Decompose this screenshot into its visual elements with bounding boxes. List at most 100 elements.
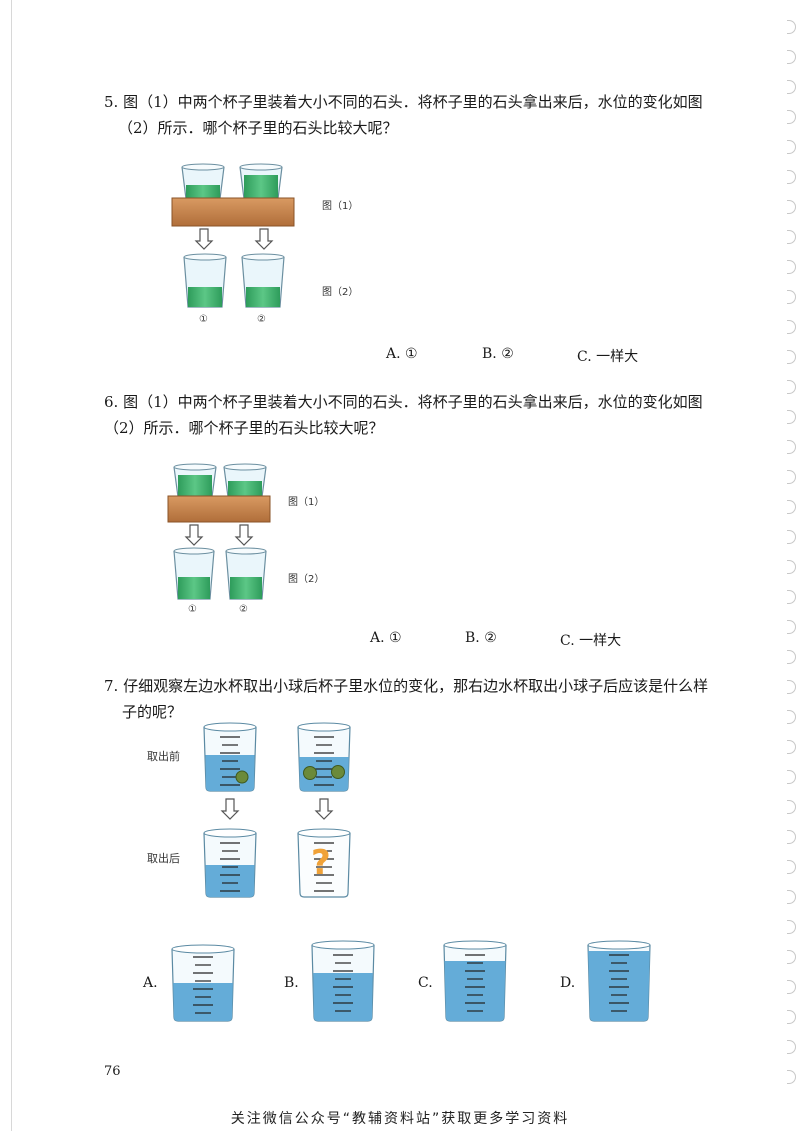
q5-option-a[interactable]: A. ① xyxy=(386,346,418,362)
binding-ring xyxy=(787,230,796,244)
q7-before-cup-left xyxy=(203,722,257,792)
q7-after-cup-right xyxy=(297,828,351,898)
q7-text: 7. 仔细观察左边水杯取出小球后杯子里水位的变化，那右边水杯取出小球子后应该是什… xyxy=(104,673,744,725)
binding-ring xyxy=(787,950,796,964)
q5-bottom-cup-1 xyxy=(183,253,227,308)
footer-note: 关注微信公众号“教辅资料站”获取更多学习资料 xyxy=(230,1111,570,1127)
binding-ring xyxy=(787,620,796,634)
binding-ring xyxy=(787,470,796,484)
q7-arrow-right xyxy=(314,798,334,820)
q5-top-cup-2 xyxy=(239,163,283,200)
q7-option-c-cup[interactable] xyxy=(443,940,507,1022)
q6-fig1-label: 图（1） xyxy=(288,497,325,508)
q7-option-c-label[interactable]: C. xyxy=(418,975,433,991)
q7-option-b-label[interactable]: B. xyxy=(284,975,299,991)
q7-after-cup-left xyxy=(203,828,257,898)
q5-line1: 图（1）中两个杯子里装着大小不同的石头．将杯子里的石头拿出来后，水位的变化如图 xyxy=(123,93,703,111)
binding-ring xyxy=(787,890,796,904)
binding-ring xyxy=(787,980,796,994)
q5-wood-board xyxy=(171,197,295,227)
q5-text: 5. 图（1）中两个杯子里装着大小不同的石头．将杯子里的石头拿出来后，水位的变化… xyxy=(104,89,744,141)
q6-figure xyxy=(167,463,271,600)
q6-arrow-1 xyxy=(184,524,204,546)
q6-cup1-label: ① xyxy=(188,604,197,615)
binding-ring xyxy=(787,830,796,844)
q6-bottom-cup-1 xyxy=(173,547,215,600)
q6-line2: （2）所示．哪个杯子里的石头比较大呢？ xyxy=(104,419,384,437)
q5-figure xyxy=(171,163,295,308)
q7-option-d-cup[interactable] xyxy=(587,940,651,1022)
q5-fig1-label: 图（1） xyxy=(322,201,359,212)
binding-ring xyxy=(787,560,796,574)
q5-option-c[interactable]: C. 一样大 xyxy=(577,349,639,365)
binding-rings xyxy=(782,20,800,1110)
binding-ring xyxy=(787,920,796,934)
q6-option-b[interactable]: B. ② xyxy=(465,630,497,646)
q5-line2: （2）所示．哪个杯子里的石头比较大呢？ xyxy=(118,119,398,137)
q6-top-cup-1 xyxy=(173,463,217,498)
q7-line1: 仔细观察左边水杯取出小球后杯子里水位的变化，那右边水杯取出小球子后应该是什么样 xyxy=(123,677,709,695)
q5-arrow-1 xyxy=(194,228,214,250)
binding-ring xyxy=(787,50,796,64)
binding-ring xyxy=(787,410,796,424)
binding-ring xyxy=(787,260,796,274)
q7-after-label: 取出后 xyxy=(147,852,180,865)
q7-option-b-cup[interactable] xyxy=(311,940,375,1022)
q7-arrow-left xyxy=(220,798,240,820)
q6-option-c[interactable]: C. 一样大 xyxy=(560,633,622,649)
binding-ring xyxy=(787,1070,796,1084)
q7-before-cup-right xyxy=(297,722,351,792)
binding-ring xyxy=(787,1010,796,1024)
q7-number: 7. xyxy=(104,677,119,695)
q5-cup2-label: ② xyxy=(257,314,266,325)
q7-before-label: 取出前 xyxy=(147,750,180,763)
q5-arrow-2 xyxy=(254,228,274,250)
q6-cup2-label: ② xyxy=(239,604,248,615)
binding-ring xyxy=(787,710,796,724)
q5-cup1-label: ① xyxy=(199,314,208,325)
q6-line1: 图（1）中两个杯子里装着大小不同的石头．将杯子里的石头拿出来后，水位的变化如图 xyxy=(123,393,703,411)
q5-option-b[interactable]: B. ② xyxy=(482,346,514,362)
binding-ring xyxy=(787,860,796,874)
q5-top-cup-1 xyxy=(181,163,225,200)
q7-line2: 子的呢？ xyxy=(122,703,183,721)
q6-top-cup-2 xyxy=(223,463,267,498)
q5-fig2-label: 图（2） xyxy=(322,287,359,298)
q6-wood-board xyxy=(167,495,271,523)
page-number: 76 xyxy=(104,1064,121,1079)
binding-ring xyxy=(787,800,796,814)
q7-option-a-label[interactable]: A. xyxy=(143,975,158,991)
margin-line xyxy=(11,0,12,1131)
binding-ring xyxy=(787,350,796,364)
binding-ring xyxy=(787,500,796,514)
binding-ring xyxy=(787,20,796,34)
q6-fig2-label: 图（2） xyxy=(288,574,325,585)
q6-arrow-2 xyxy=(234,524,254,546)
binding-ring xyxy=(787,290,796,304)
binding-ring xyxy=(787,140,796,154)
binding-ring xyxy=(787,680,796,694)
q7-question-mark: ? xyxy=(311,843,331,883)
q6-bottom-cup-2 xyxy=(225,547,267,600)
q5-bottom-cup-2 xyxy=(241,253,285,308)
binding-ring xyxy=(787,110,796,124)
binding-ring xyxy=(787,440,796,454)
q7-figure xyxy=(203,722,351,898)
binding-ring xyxy=(787,740,796,754)
binding-ring xyxy=(787,380,796,394)
binding-ring xyxy=(787,1040,796,1054)
q6-option-a[interactable]: A. ① xyxy=(370,630,402,646)
binding-ring xyxy=(787,170,796,184)
binding-ring xyxy=(787,530,796,544)
q7-options-figure xyxy=(171,940,651,1022)
q7-option-a-cup[interactable] xyxy=(171,944,235,1022)
binding-ring xyxy=(787,590,796,604)
binding-ring xyxy=(787,320,796,334)
binding-ring xyxy=(787,200,796,214)
q5-number: 5. xyxy=(104,93,119,111)
q6-number: 6. xyxy=(104,393,119,411)
binding-ring xyxy=(787,770,796,784)
q6-text: 6. 图（1）中两个杯子里装着大小不同的石头．将杯子里的石头拿出来后，水位的变化… xyxy=(104,389,744,441)
binding-ring xyxy=(787,650,796,664)
q7-option-d-label[interactable]: D. xyxy=(560,975,576,991)
